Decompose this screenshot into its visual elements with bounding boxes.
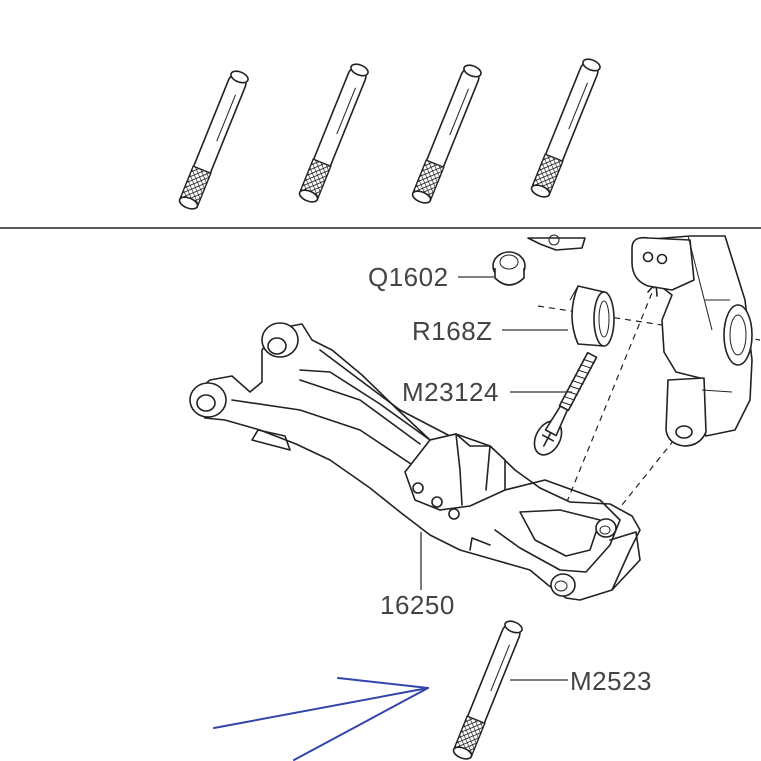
spare-pin-1 [177,67,251,213]
label-16250: 16250 [380,590,455,620]
suspension-arm-16250 [189,322,641,601]
spare-pin-2 [297,60,371,206]
hub-carrier [631,235,753,447]
label-m23124: M23124 [402,377,499,407]
spare-pins-row [177,55,603,213]
label-r168z: R168Z [412,316,493,346]
spare-pin-3 [410,61,484,207]
bushing-q1602 [492,251,526,286]
label-q1602: Q1602 [368,262,449,292]
screw-m23124 [533,351,598,456]
spare-pin-4 [529,55,603,201]
label-m2523: M2523 [570,666,652,696]
pointer-annotation [213,677,429,761]
bearing-r168z [569,285,615,347]
hinge-pin-m2523 [451,617,525,761]
leader-lines [420,276,572,681]
upper-mount-part [527,234,586,251]
